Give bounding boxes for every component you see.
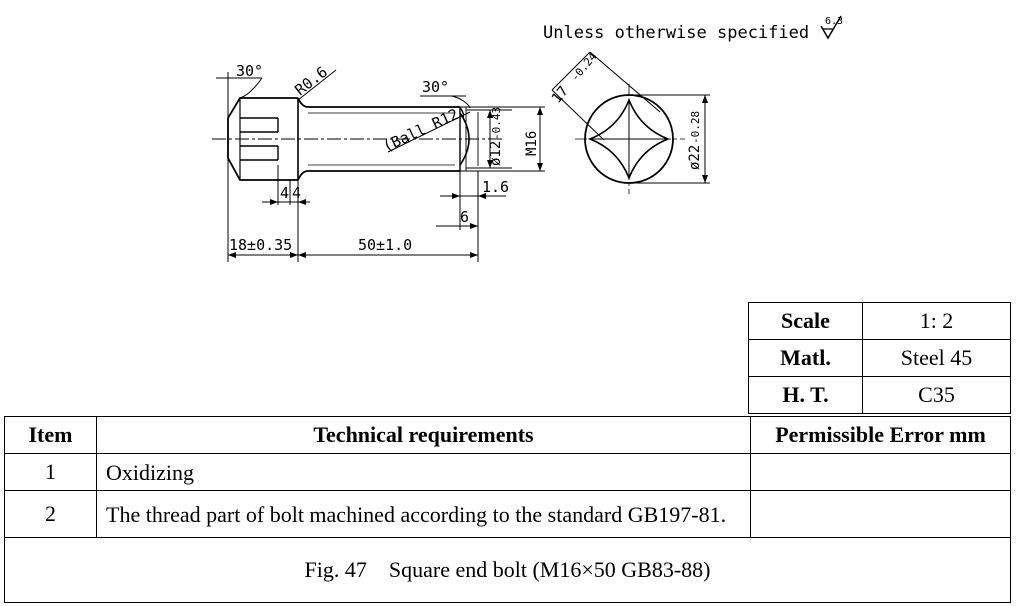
header-permissible-error: Permissible Error mm: [750, 416, 1011, 454]
header-technical-requirements: Technical requirements: [96, 416, 751, 454]
dim-head-dia-tol: -0.28: [689, 111, 702, 144]
dim-ball: (Ball R12): [380, 101, 469, 155]
props-value-material: Steel 45: [862, 339, 1011, 377]
dim-undercut-dia: ø12: [488, 141, 504, 166]
row-error: [750, 490, 1011, 538]
bolt-drawing: 30° R0.6 30° (Ball R12) ø12 -0.43 M16 1.…: [212, 50, 710, 262]
roughness-value: 6.3: [825, 16, 843, 27]
roughness-note: Unless otherwise specified 6.3: [543, 14, 849, 43]
row-requirement: Oxidizing: [96, 453, 751, 491]
dim-undercut-tol: -0.43: [490, 107, 503, 140]
dim-head-length: 18±0.35: [229, 236, 292, 254]
dim-thread: M16: [524, 131, 540, 156]
caption-row: Fig. 47 Square end bolt (M16×50 GB83-88): [4, 537, 1011, 603]
requirements-table: Item Technical requirements Permissible …: [4, 416, 1011, 603]
dim-end-chamfer: 30°: [422, 78, 449, 96]
dim-end-length: 6: [460, 208, 469, 226]
table-row: 1 Oxidizing: [4, 453, 1011, 491]
dim-shank-length: 50±1.0: [358, 236, 412, 254]
dim-fillet: R0.6: [291, 63, 331, 99]
props-value-scale: 1: 2: [862, 302, 1011, 340]
props-row-heat-treatment: H. T. C35: [748, 376, 1011, 414]
props-row-scale: Scale 1: 2: [748, 302, 1011, 340]
props-value-heat-treatment: C35: [862, 376, 1011, 414]
properties-table: Scale 1: 2 Matl. Steel 45 H. T. C35: [748, 302, 1011, 414]
dim-head-dia: ø22: [687, 145, 703, 170]
dim-across-flats-tol: -0.24: [568, 50, 599, 84]
figure-caption: Fig. 47 Square end bolt (M16×50 GB83-88): [4, 537, 1011, 603]
props-label-scale: Scale: [748, 302, 863, 340]
row-item: 1: [4, 453, 97, 491]
row-requirement: The thread part of bolt machined accordi…: [96, 490, 751, 538]
row-error: [750, 453, 1011, 491]
dim-step-b: 4: [292, 184, 301, 202]
header-item: Item: [4, 416, 97, 454]
roughness-note-text: Unless otherwise specified: [543, 23, 810, 43]
row-item: 2: [4, 490, 97, 538]
requirements-header-row: Item Technical requirements Permissible …: [4, 416, 1011, 454]
roughness-symbol-icon: 6.3: [820, 15, 843, 40]
dim-step-a: 4: [280, 184, 289, 202]
props-row-material: Matl. Steel 45: [748, 339, 1011, 377]
dim-head-chamfer: 30°: [236, 62, 263, 80]
dim-across-flats: 17: [549, 83, 572, 106]
props-label-material: Matl.: [748, 339, 863, 377]
props-label-heat-treatment: H. T.: [748, 376, 863, 414]
dim-groove: 1.6: [482, 178, 509, 196]
table-row: 2 The thread part of bolt machined accor…: [4, 490, 1011, 538]
